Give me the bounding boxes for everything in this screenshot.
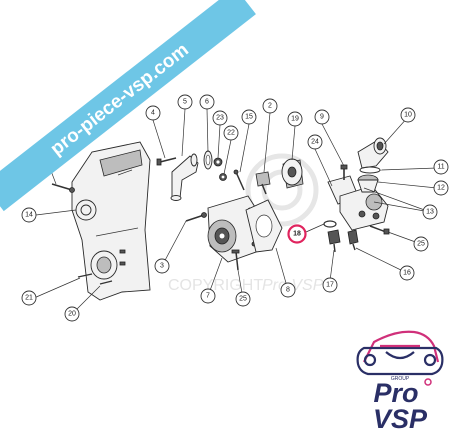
callout-25-pump-label: 25 [239, 296, 247, 303]
callout-7: 7 [200, 288, 216, 304]
bolt-4 [156, 157, 177, 166]
callout-15-label: 15 [245, 114, 253, 121]
car-outline-icon [356, 330, 444, 376]
callout-4: 4 [145, 105, 161, 121]
o-ring-23 [213, 157, 223, 167]
gasket-6 [203, 150, 213, 170]
callout-5: 5 [177, 94, 193, 110]
callout-24-label: 24 [311, 139, 319, 146]
callout-16: 16 [399, 265, 415, 281]
callout-17: 17 [322, 277, 338, 293]
callout-14: 14 [21, 207, 37, 223]
pro-vsp-logo: GROUP Pro VSP [356, 330, 444, 434]
callout-25-pump: 25 [235, 291, 251, 307]
callout-25-housing-label: 25 [417, 241, 425, 248]
bolt-21 [77, 273, 113, 285]
callout-6-label: 6 [205, 99, 209, 106]
idler-roller [281, 158, 304, 189]
bolt-25-housing [369, 225, 390, 235]
bolt-3 [185, 212, 207, 222]
callout-10: 10 [400, 107, 416, 123]
callout-22-label: 22 [227, 130, 235, 137]
pump-gasket [245, 199, 283, 253]
o-ring-11 [359, 166, 381, 174]
callout-19-label: 19 [291, 116, 299, 123]
temperature-sensor-17 [327, 229, 341, 253]
callout-4-label: 4 [151, 110, 155, 117]
logo-dot-icon [424, 378, 432, 386]
logo-vsp-text: VSP [373, 404, 428, 434]
callout-16-label: 16 [403, 270, 411, 277]
callout-20: 20 [64, 306, 80, 322]
temperature-sensor-16 [347, 229, 359, 251]
callout-25-housing: 25 [413, 236, 429, 252]
callout-6: 6 [199, 94, 215, 110]
hose-elbow-10 [357, 137, 389, 169]
callout-2: 2 [262, 98, 278, 114]
callout-22: 22 [223, 125, 239, 141]
water-outlet-elbow [170, 153, 199, 201]
callout-20-label: 20 [68, 311, 76, 318]
callout-11-label: 11 [437, 164, 444, 171]
callout-13-label: 13 [426, 209, 434, 216]
bolt-25-pump [231, 249, 240, 271]
callout-24: 24 [307, 134, 323, 150]
logo-group-text: GROUP [391, 376, 410, 382]
callout-12-label: 12 [437, 185, 445, 192]
stud-15 [233, 169, 245, 191]
callout-3: 3 [154, 258, 170, 274]
callout-11: 11 [433, 159, 449, 175]
callout-21-label: 21 [25, 295, 33, 302]
callout-12: 12 [433, 180, 449, 196]
callout-9: 9 [314, 109, 330, 125]
callout-10-label: 10 [404, 112, 412, 119]
callout-14-label: 14 [25, 212, 33, 219]
bolt-1 [51, 183, 75, 193]
callout-23: 23 [212, 110, 228, 126]
logo-pro-text: Pro [373, 378, 418, 408]
callout-23-label: 23 [216, 115, 224, 122]
washer-22 [219, 173, 227, 181]
banner-text: pro-piece-vsp.com [47, 39, 193, 160]
callout-7-label: 7 [206, 293, 210, 300]
callout-21: 21 [21, 290, 37, 306]
watermark-copyright-text: COPYRIGHT [168, 277, 263, 294]
callout-18: 18 [287, 224, 307, 244]
callout-2-label: 2 [268, 103, 272, 110]
seal-ring-18 [323, 220, 337, 228]
callout-18-label: 18 [293, 231, 301, 238]
callout-3-label: 3 [160, 263, 164, 270]
callout-9-label: 9 [320, 114, 324, 121]
callout-13: 13 [422, 204, 438, 220]
callout-19: 19 [287, 111, 303, 127]
bolt-2 [255, 171, 271, 195]
callout-17-label: 17 [326, 282, 334, 289]
callout-5-label: 5 [183, 99, 187, 106]
thermostat [357, 174, 379, 193]
callout-15: 15 [241, 109, 257, 125]
callout-8: 8 [280, 282, 296, 298]
callout-8-label: 8 [286, 287, 290, 294]
bleed-screw-9 [340, 164, 348, 180]
